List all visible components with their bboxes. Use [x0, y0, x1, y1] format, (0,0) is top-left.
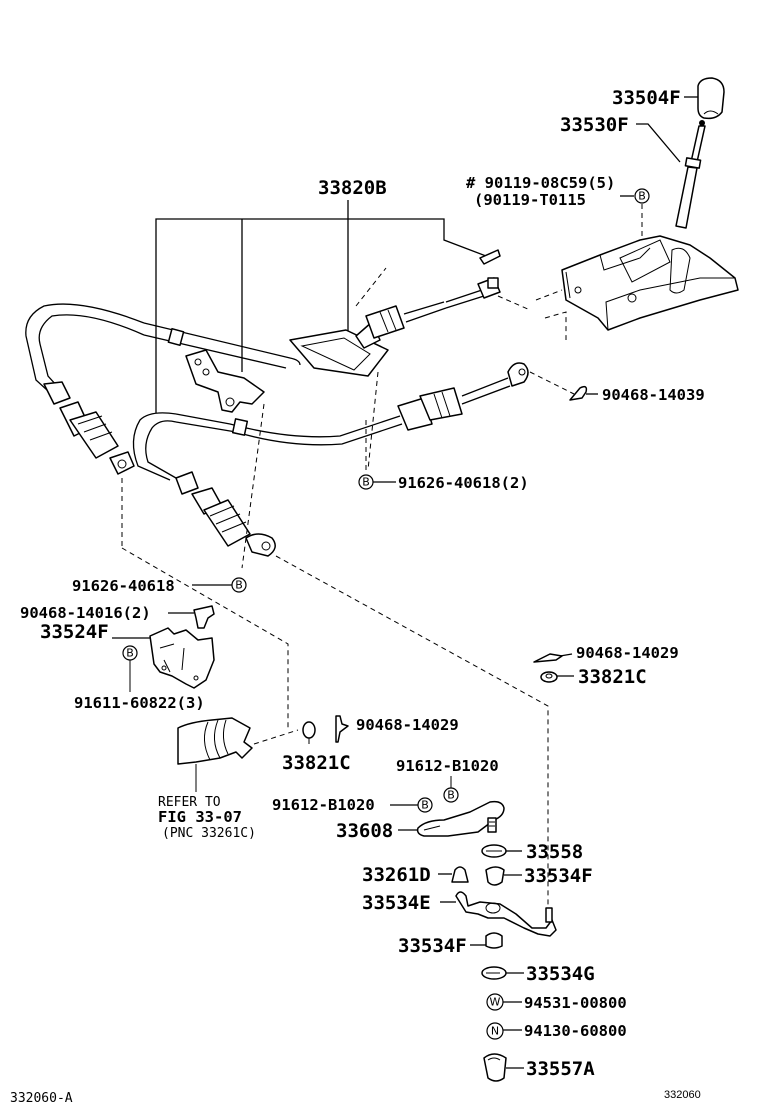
label-90468-14039: 90468-14039 [602, 386, 705, 404]
washer-33558[interactable] [481, 844, 507, 858]
clip-90468-14016[interactable] [193, 605, 215, 629]
label-33261D: 33261D [362, 864, 431, 886]
refer-line-1: REFER TO [158, 795, 221, 810]
svg-text:B: B [126, 647, 134, 660]
marker-w: W [486, 993, 504, 1011]
bushing-33534F-upper[interactable] [485, 866, 505, 886]
clip-90468-14029-right[interactable] [533, 653, 563, 663]
shift-lever[interactable] [675, 120, 706, 229]
marker-b-bracket: B [122, 645, 138, 661]
label-94130-60800: 94130-60800 [524, 1022, 627, 1040]
bushing-33821C-right[interactable] [540, 671, 558, 683]
label-91626-40618: 91626-40618 [72, 577, 175, 595]
label-33534G: 33534G [526, 963, 595, 985]
label-bolt-note-1: # 90119-08C59(5) [466, 174, 615, 192]
bracket-33524F[interactable] [149, 627, 215, 689]
cable-bracket[interactable] [185, 349, 265, 413]
label-33821C-right: 33821C [578, 666, 647, 688]
washer-33534G[interactable] [481, 966, 507, 980]
clip-90468-14029-mid[interactable] [335, 715, 349, 743]
marker-b-left: B [231, 577, 247, 593]
cable-upper[interactable] [25, 277, 501, 475]
label-33821C-mid: 33821C [282, 752, 351, 774]
label-91612-B1020-lower: 91612-B1020 [272, 796, 375, 814]
label-33608: 33608 [336, 820, 393, 842]
label-33530F: 33530F [560, 114, 629, 136]
bushing-33534F-lower[interactable] [485, 932, 503, 949]
svg-text:B: B [447, 789, 455, 802]
label-90468-14029-right: 90468-14029 [576, 644, 679, 662]
label-33534F-lower: 33534F [398, 935, 467, 957]
marker-b-cable: B [358, 474, 374, 490]
label-33534F-upper: 33534F [524, 865, 593, 887]
marker-b-lever-upper: B [443, 787, 459, 803]
shift-knob[interactable] [697, 77, 725, 120]
label-bolt-note-2: (90119-T0115 [474, 191, 586, 209]
svg-text:W: W [490, 996, 501, 1009]
cover-33557A[interactable] [483, 1053, 507, 1082]
label-33558: 33558 [526, 841, 583, 863]
label-33557A: 33557A [526, 1058, 595, 1080]
label-33504F: 33504F [612, 87, 681, 109]
label-33534E: 33534E [362, 892, 431, 914]
transmission-shaft[interactable] [177, 717, 253, 765]
svg-text:B: B [421, 799, 429, 812]
cable-lower[interactable] [132, 362, 529, 557]
shifter-base[interactable] [561, 235, 739, 331]
label-90468-14029-mid: 90468-14029 [356, 716, 459, 734]
figure-ref: 332060 [664, 1089, 701, 1101]
bushing-33821C-mid[interactable] [302, 721, 316, 739]
label-33820B: 33820B [318, 177, 387, 199]
svg-text:B: B [638, 190, 646, 203]
lever-33534E[interactable] [455, 891, 557, 937]
clip-90468-14039[interactable] [569, 385, 588, 401]
marker-n: N [486, 1022, 504, 1040]
control-lever-33608[interactable] [416, 800, 505, 837]
label-91611-60822: 91611-60822(3) [74, 694, 205, 712]
svg-text:B: B [362, 476, 370, 489]
marker-b-shifter: B [634, 188, 650, 204]
figure-id: 332060-A [10, 1091, 73, 1106]
refer-line-2: FIG 33-07 [158, 808, 242, 826]
svg-text:N: N [491, 1025, 499, 1038]
label-91612-B1020-upper: 91612-B1020 [396, 757, 499, 775]
stopper-33261D[interactable] [451, 866, 469, 883]
label-90468-14016: 90468-14016(2) [20, 604, 151, 622]
label-91626-40618-2: 91626-40618(2) [398, 474, 529, 492]
label-33524F: 33524F [40, 621, 109, 643]
refer-line-3: (PNC 33261C) [162, 826, 256, 841]
marker-b-lever-lower: B [417, 797, 433, 813]
label-94531-00800: 94531-00800 [524, 994, 627, 1012]
svg-text:B: B [235, 579, 243, 592]
